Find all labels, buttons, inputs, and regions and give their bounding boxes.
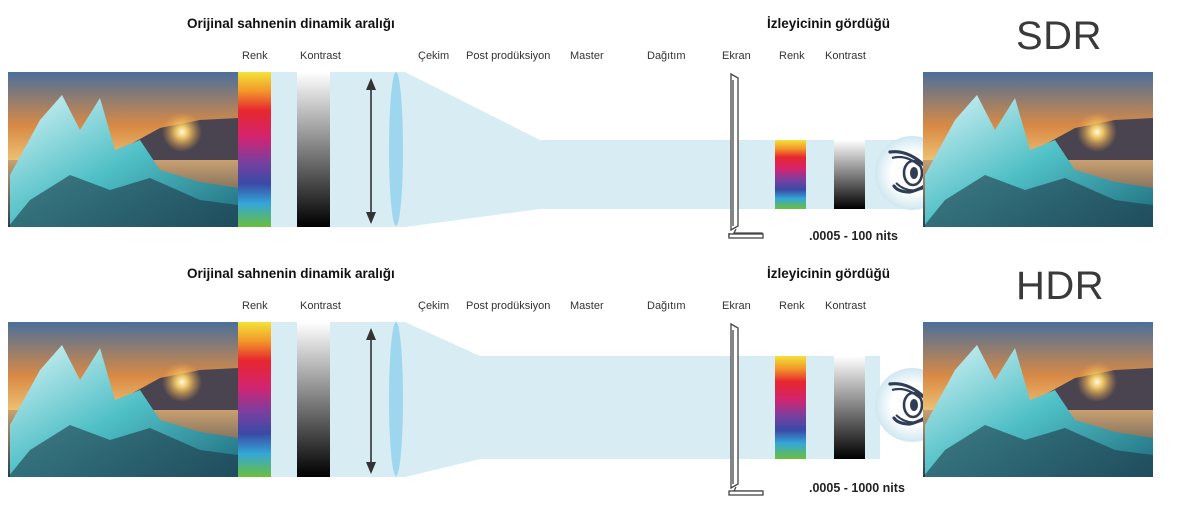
viewer-scene-image: [923, 72, 1153, 227]
output-contrast-bar: [834, 356, 865, 459]
sdr-panel: Orijinal sahnenin dinamik aralığı İzleyi…: [0, 0, 1200, 250]
mode-title: SDR: [1016, 14, 1102, 58]
stage-label-output-renk: Renk: [779, 300, 805, 312]
original-scene-image: [8, 322, 238, 477]
stage-label-post: Post prodüksiyon: [466, 300, 551, 312]
scene-heading: Orijinal sahnenin dinamik aralığı: [187, 266, 395, 281]
tv-monitor-icon: [728, 322, 764, 496]
output-color-bar: [775, 356, 806, 459]
mode-title: HDR: [1016, 264, 1105, 308]
contrast-bar: [297, 322, 330, 477]
lens-icon: [389, 322, 403, 476]
viewer-heading: İzleyicinin gördüğü: [767, 16, 891, 31]
nits-range: .0005 - 100 nits: [809, 229, 898, 243]
stage-label-ekran: Ekran: [722, 50, 751, 62]
stage-label-master: Master: [570, 50, 604, 62]
hdr-diagram: [8, 322, 1153, 496]
stage-label-cekim: Çekim: [418, 50, 450, 62]
stage-label-output-renk: Renk: [779, 50, 805, 62]
viewer-heading: İzleyicinin gördüğü: [767, 266, 891, 281]
stage-label-kontrast: Kontrast: [300, 300, 341, 312]
stage-label-cekim: Çekim: [418, 300, 450, 312]
arrow-up-down-icon: [366, 78, 376, 224]
output-color-bar: [775, 140, 806, 209]
viewer-scene-image: [923, 322, 1153, 477]
scene-heading: Orijinal sahnenin dinamik aralığı: [187, 16, 395, 31]
stage-label-ekran: Ekran: [722, 300, 751, 312]
stage-label-master: Master: [570, 300, 604, 312]
stage-label-output-kontrast: Kontrast: [825, 50, 866, 62]
hdr-panel: Orijinal sahnenin dinamik aralığı İzleyi…: [0, 250, 1200, 500]
stage-label-dagitim: Dağıtım: [647, 50, 686, 62]
stage-label-renk: Renk: [242, 300, 268, 312]
stage-label-dagitim: Dağıtım: [647, 300, 686, 312]
sdr-diagram: [8, 72, 1153, 239]
contrast-bar: [297, 72, 330, 227]
lens-icon: [389, 72, 403, 226]
arrow-up-down-icon: [366, 328, 376, 474]
stage-label-output-kontrast: Kontrast: [825, 300, 866, 312]
output-contrast-bar: [834, 140, 865, 209]
nits-range: .0005 - 1000 nits: [809, 481, 905, 495]
stage-label-renk: Renk: [242, 50, 268, 62]
stage-label-kontrast: Kontrast: [300, 50, 341, 62]
color-spectrum-bar: [238, 72, 271, 227]
original-scene-image: [8, 72, 238, 227]
stage-label-post: Post prodüksiyon: [466, 50, 551, 62]
color-spectrum-bar: [238, 322, 271, 477]
tv-monitor-icon: [728, 72, 764, 239]
